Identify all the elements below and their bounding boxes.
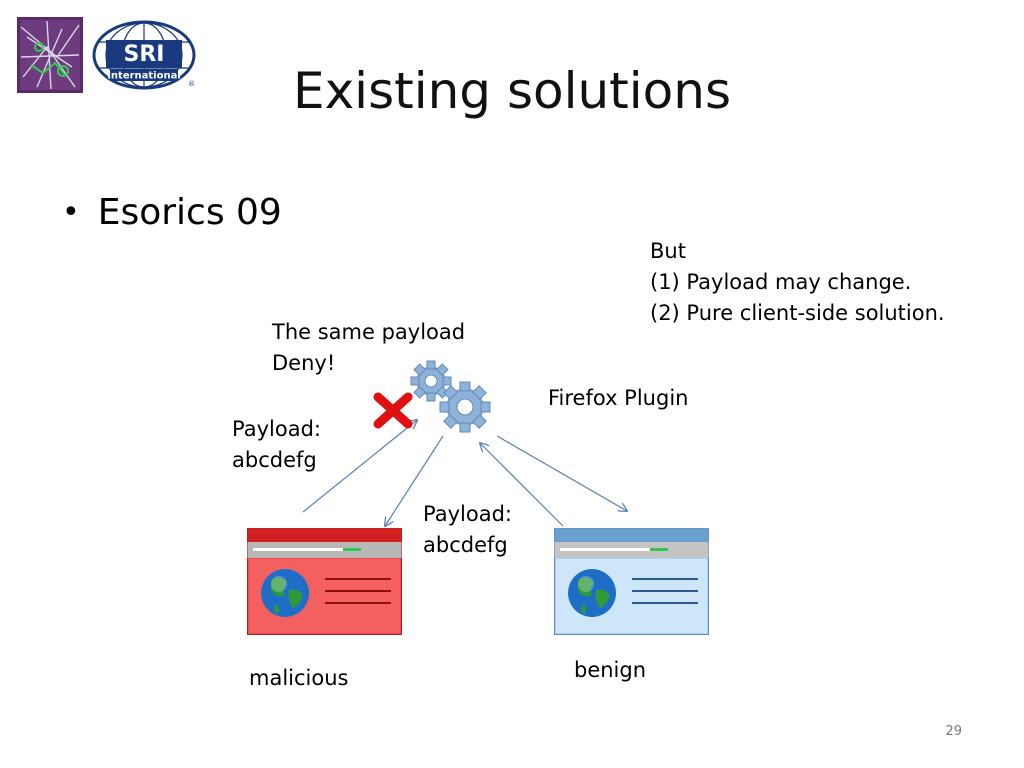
arrow-benign-to-plugin [480, 443, 564, 527]
benign-browser-window-icon [554, 528, 709, 635]
malicious-browser-window-icon [247, 528, 402, 635]
payload-mid-label: Payload: abcdefg [423, 499, 512, 561]
bullet-dot-icon: • [62, 195, 80, 230]
globe-icon [261, 569, 309, 617]
payload-left-line1: Payload: [232, 417, 321, 441]
malicious-label: malicious [249, 666, 349, 690]
slide-title: Existing solutions [293, 62, 731, 120]
spiderweb-logo-icon [17, 17, 83, 93]
plugin-label: Firefox Plugin [548, 386, 689, 410]
caveat-2: (2) Pure client-side solution. [650, 301, 945, 325]
caveats-note: But (1) Payload may change. (2) Pure cli… [650, 236, 945, 329]
arrow-plugin-to-malicious [385, 435, 444, 526]
svg-text:®: ® [188, 80, 195, 88]
gear-small-icon [410, 360, 452, 402]
caveat-but: But [650, 239, 686, 263]
same-payload-text: The same payload [272, 320, 466, 344]
caveat-1: (1) Payload may change. [650, 270, 912, 294]
page-number: 29 [945, 724, 962, 739]
bullet-item: • Esorics 09 [62, 192, 282, 233]
payload-mid-line2: abcdefg [423, 533, 508, 557]
globe-icon [568, 569, 616, 617]
arrow-malicious-to-plugin [302, 420, 417, 513]
deny-text: Deny! [272, 351, 336, 375]
arrow-plugin-to-benign [496, 435, 627, 511]
benign-label: benign [574, 658, 647, 682]
bullet-text: Esorics 09 [97, 192, 282, 233]
sri-international-logo: SRI International ® [92, 20, 196, 90]
gear-large-icon [439, 381, 491, 433]
deny-x-icon [373, 392, 413, 429]
payload-mid-line1: Payload: [423, 502, 512, 526]
payload-left-label: Payload: abcdefg [232, 414, 321, 476]
international-logo-text: International [107, 71, 181, 82]
payload-left-line2: abcdefg [232, 448, 317, 472]
sri-logo-text: SRI [124, 42, 165, 67]
deny-note: The same payload Deny! [272, 317, 465, 379]
